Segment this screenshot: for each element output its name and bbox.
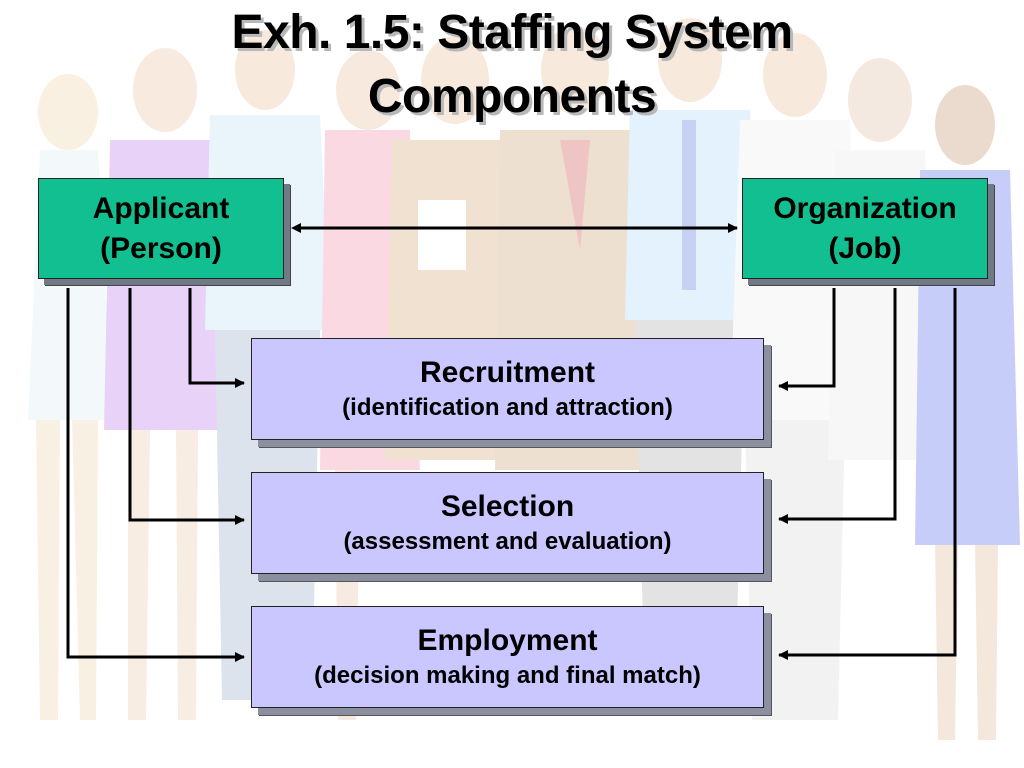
person-figure <box>28 74 112 720</box>
selection-description: (assessment and evaluation) <box>343 528 672 555</box>
employment-box: Employment (decision making and final ma… <box>251 606 764 708</box>
recruitment-description: (identification and attraction) <box>342 394 673 421</box>
organization-box: Organization (Job) <box>742 178 988 279</box>
organization-sublabel: (Job) <box>828 232 902 265</box>
selection-box: Selection (assessment and evaluation) <box>251 472 764 574</box>
applicant-sublabel: (Person) <box>100 232 222 265</box>
recruitment-box: Recruitment (identification and attracti… <box>251 338 764 440</box>
selection-label: Selection <box>440 490 575 523</box>
employment-label: Employment <box>417 624 598 657</box>
page-title-line2: Components <box>367 70 657 123</box>
applicant-label: Applicant <box>92 192 230 225</box>
applicant-box: Applicant (Person) <box>38 178 284 279</box>
organization-label: Organization <box>773 192 957 225</box>
page-title: Exh. 1.5: Staffing System <box>231 6 794 59</box>
employment-description: (decision making and final match) <box>314 662 701 689</box>
recruitment-label: Recruitment <box>419 356 596 389</box>
